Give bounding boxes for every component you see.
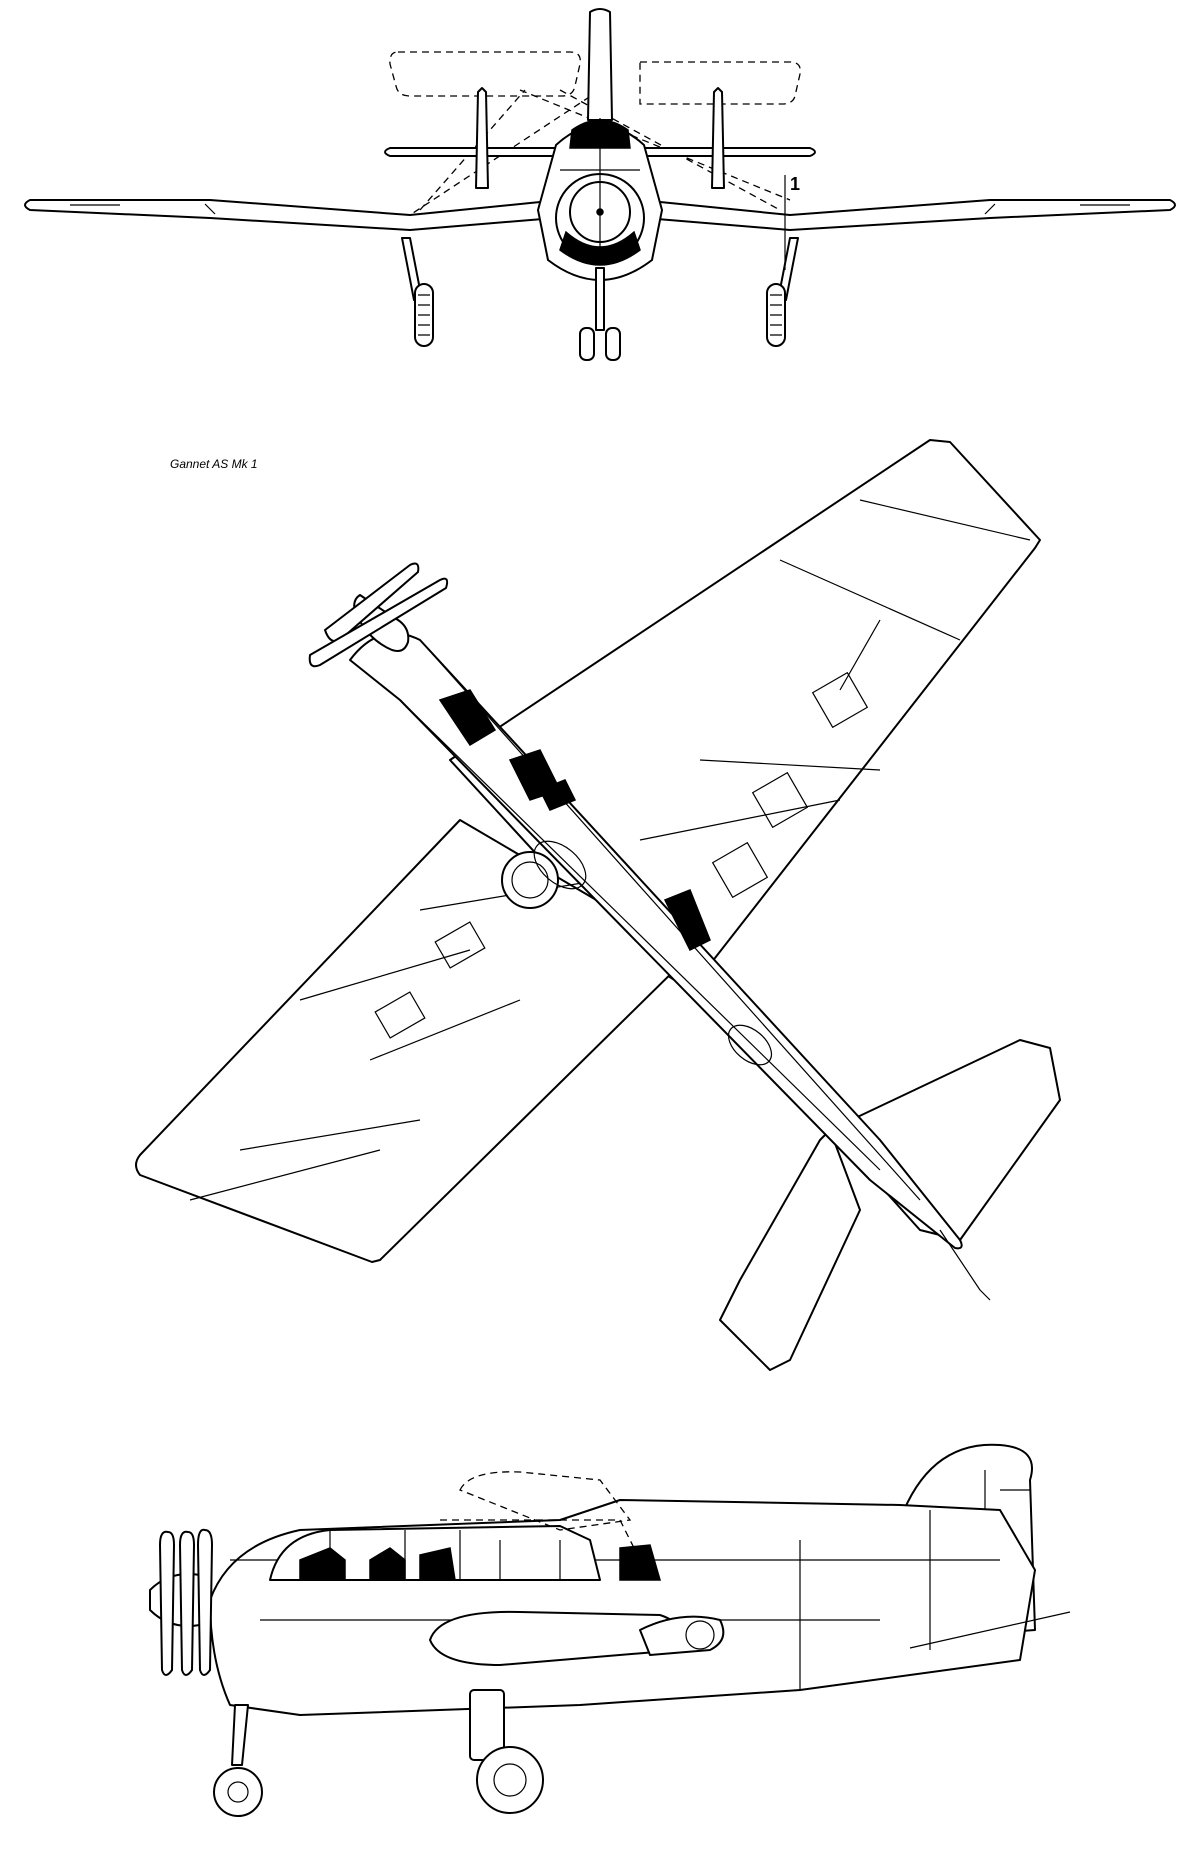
side-view — [149, 1443, 1071, 1817]
front-view: 1 — [24, 8, 1176, 361]
section-marker: 1 — [790, 174, 800, 194]
drawing-caption: Gannet AS Mk 1 — [170, 457, 258, 471]
plan-view — [135, 439, 1061, 1371]
